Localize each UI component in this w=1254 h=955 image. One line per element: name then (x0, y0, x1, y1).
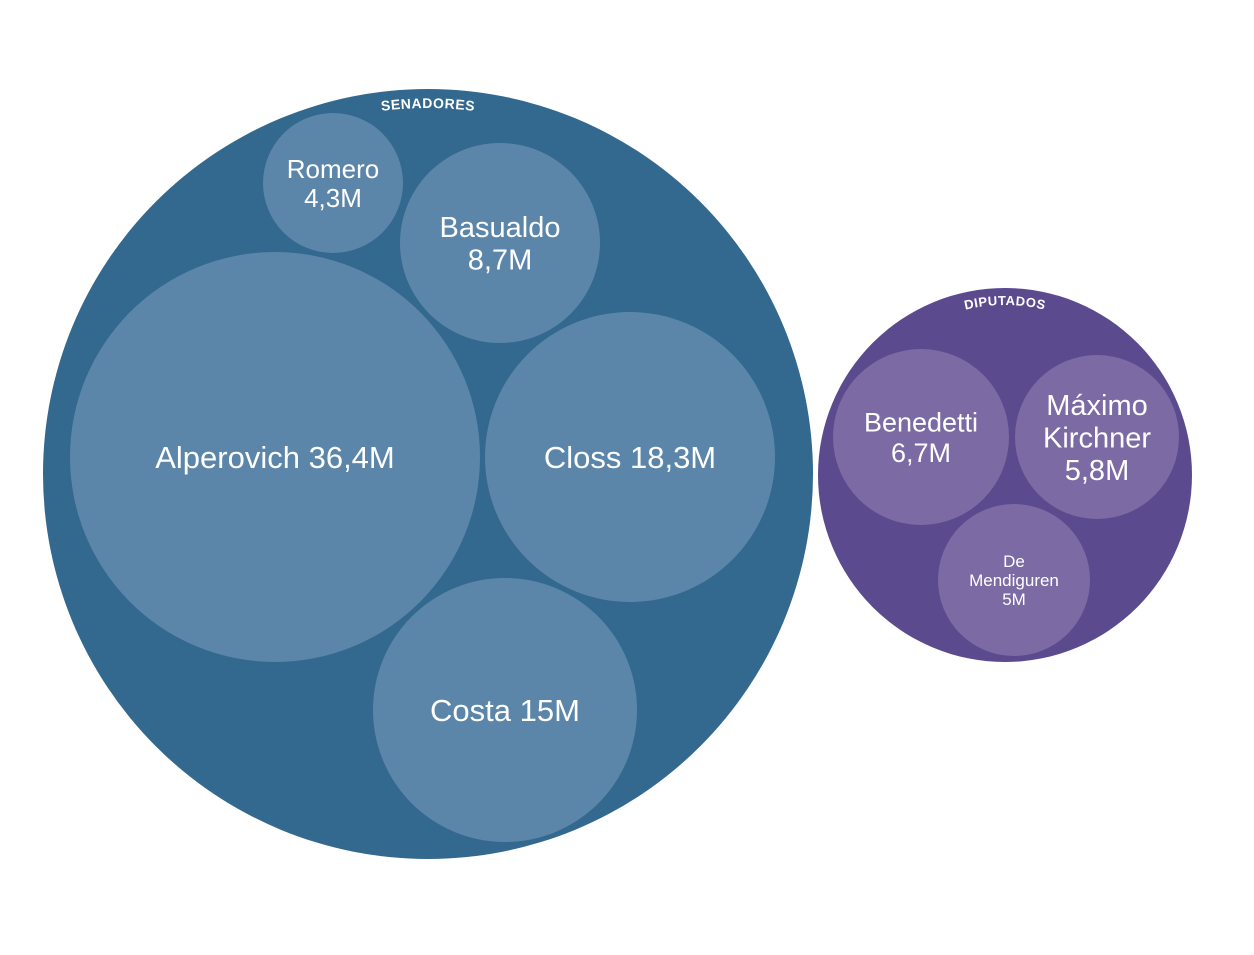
bubble-de-mendiguren (938, 504, 1090, 656)
bubble-benedetti (833, 349, 1009, 525)
bubble-label-de-mendiguren-line-3: 5M (1002, 590, 1026, 609)
bubble-label-closs: Closs 18,3M (544, 440, 716, 475)
bubble-label-benedetti-line-2: 6,7M (891, 438, 951, 468)
bubble-romero (263, 113, 403, 253)
bubble-label-costa: Costa 15M (430, 693, 580, 728)
bubble-label-máximo-kirchner-line-1: Máximo (1046, 390, 1148, 422)
bubble-label-de-mendiguren-line-1: De (1003, 552, 1025, 571)
group-label-diputados: DIPUTADOS (963, 293, 1047, 313)
bubble-label-basualdo-line-2: 8,7M (468, 245, 532, 277)
bubble-máximo-kirchner (1015, 355, 1179, 519)
bubble-label-basualdo-line-1: Basualdo (440, 212, 561, 244)
group-label-senadores: SENADORES (380, 95, 476, 114)
bubble-label-de-mendiguren-line-2: Mendiguren (969, 571, 1059, 590)
bubble-label-romero-line-1: Romero (287, 154, 379, 184)
bubble-label-máximo-kirchner-line-3: 5,8M (1065, 455, 1129, 487)
bubble-label-máximo-kirchner-line-2: Kirchner (1043, 422, 1151, 454)
bubble-alperovich (70, 252, 480, 662)
bubble-label-alperovich: Alperovich 36,4M (155, 440, 395, 475)
bubble-costa (373, 578, 637, 842)
bubble-label-benedetti-line-1: Benedetti (864, 408, 978, 438)
bubble-closs (485, 312, 775, 602)
bubble-label-romero-line-2: 4,3M (304, 183, 362, 213)
bubble-basualdo (400, 143, 600, 343)
